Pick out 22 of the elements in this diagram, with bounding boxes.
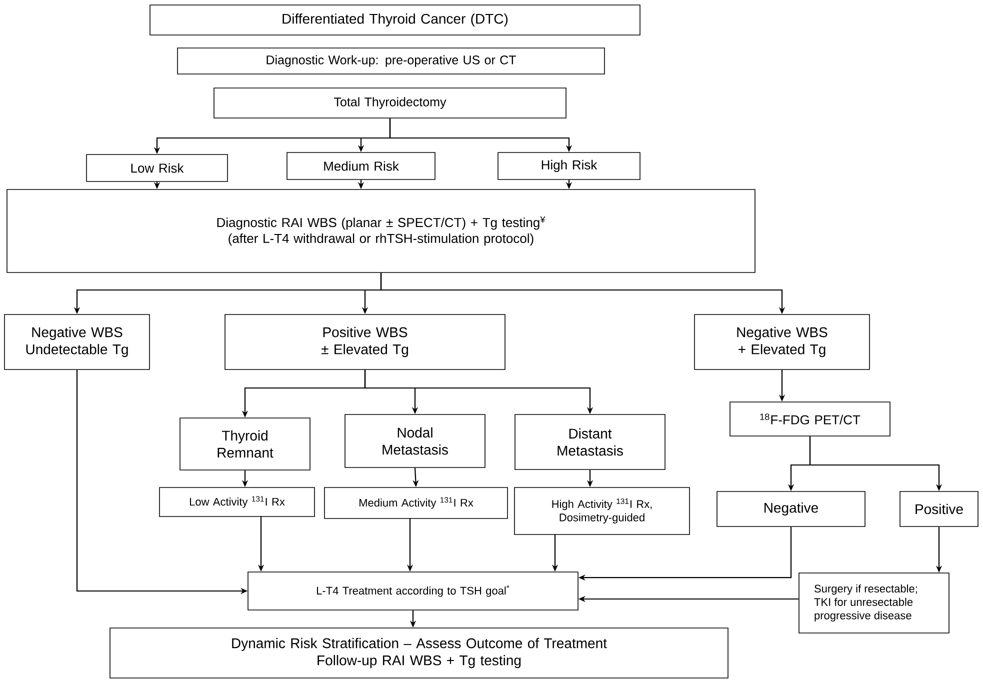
flowchart-box: Distant Metastasis (514, 414, 666, 470)
flowchart-box: $^{18}$F-FDG PET/CT (730, 402, 890, 436)
flowchart-box: Negative (716, 491, 866, 527)
flowchart-box: Negative WBS Undetectable Tg (4, 314, 150, 370)
flowchart-box: Low Activity $^{131}$I Rx (159, 487, 315, 517)
flowchart-box: High Risk (498, 152, 640, 180)
flowchart-box: Thyroid Remnant (180, 418, 310, 470)
flowchart-box: Surgery if resectable; TKI for unresectable progressive disease (798, 572, 950, 634)
flowchart-box: Total Thyroidectomy (214, 88, 566, 118)
flowchart-box: L-T4 Treatment according to TSH goal$^{*}$ (248, 572, 578, 610)
flowchart-box: Positive (900, 491, 978, 527)
flowchart-box: Dynamic Risk Stratification – Assess Outcome of Treatment Follow-up RAI WBS + Tg testing (110, 628, 728, 678)
flowchart-box: Positive WBS ± Elevated Tg (224, 314, 506, 370)
flowchart-box: Nodal Metastasis (344, 414, 486, 468)
flowchart-box: Medium Risk (286, 152, 436, 180)
flowchart-box: Differentiated Thyroid Cancer (DTC) (150, 4, 640, 36)
flowchart-box: Diagnostic RAI WBS (planar ± SPECT/CT) + Tg testing$^{¥}$ (after L-T4 withdrawal or rhTSH-stimulation protocol) (6, 189, 756, 273)
flowchart-box: Diagnostic Work-up: pre-operative US or CT (177, 48, 605, 74)
flowchart-box: Low Risk (86, 154, 228, 182)
flowchart-box: Negative WBS + Elevated Tg (694, 314, 870, 370)
flowchart-box: High Activity $^{131}$I Rx, Dosimetry-guided (514, 487, 690, 535)
flowchart-box: Medium Activity $^{131}$I Rx (324, 487, 508, 519)
